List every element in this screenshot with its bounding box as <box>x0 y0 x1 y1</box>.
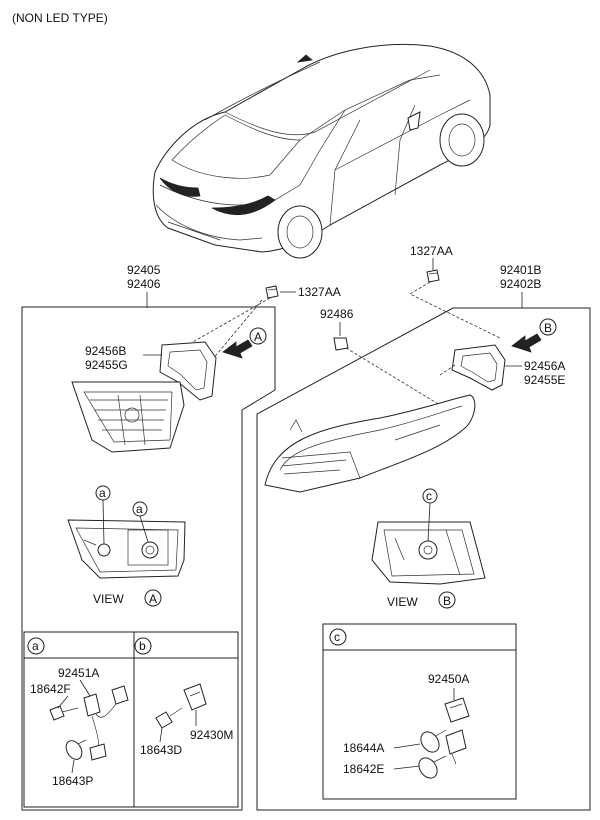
right-part-number-2: 92402B <box>500 277 541 291</box>
right-arrow-marker: B <box>544 321 552 335</box>
left-lamp-rear-view <box>67 519 186 579</box>
grommet-icon <box>333 337 349 351</box>
detail-box-c <box>322 623 517 800</box>
detail-c-bulb-label-2: 18642E <box>343 762 384 776</box>
left-gasket-label-1: 92456B <box>85 344 126 358</box>
socket-wiring-icon <box>83 685 129 761</box>
large-bulb-icon <box>418 729 447 779</box>
right-callout-c: c <box>426 489 432 503</box>
right-gasket-label-1: 92456A <box>524 359 565 373</box>
left-part-number-2: 92406 <box>127 277 161 291</box>
right-outer-tail-lamp <box>264 394 476 493</box>
detail-b-socket-label: 92430M <box>190 728 233 742</box>
view-arrow-a <box>222 339 253 359</box>
detail-c-marker: c <box>334 630 340 644</box>
socket-icon <box>444 697 470 765</box>
right-lamp-rear-view <box>371 521 486 585</box>
left-view-label: VIEW <box>93 592 124 606</box>
small-bulb-icon <box>49 705 79 721</box>
right-gasket <box>451 344 506 391</box>
clip-icon <box>426 269 440 283</box>
clip-icon <box>265 285 279 299</box>
left-clip-label: 1327AA <box>298 285 341 299</box>
detail-b-bulb-label: 18643D <box>140 743 182 757</box>
right-part-number-1: 92401B <box>500 263 541 277</box>
right-assembly-frame <box>256 307 591 811</box>
left-assembly-frame <box>21 306 276 811</box>
right-view-marker: B <box>443 594 451 608</box>
wedge-bulb-icon <box>155 707 183 729</box>
left-gasket <box>159 341 217 401</box>
detail-a-marker: a <box>32 639 39 653</box>
detail-box-b <box>133 631 239 808</box>
left-part-number-1: 92405 <box>127 263 161 277</box>
right-view-label: VIEW <box>387 595 418 609</box>
detail-b-marker: b <box>139 639 146 653</box>
large-bulb-icon <box>65 739 87 760</box>
view-arrow-b <box>511 333 542 353</box>
detail-a-bulb-label-1: 18642F <box>30 682 71 696</box>
lamp-type-note: (NON LED TYPE) <box>12 11 108 25</box>
detail-a-socket-label: 92451A <box>58 666 99 680</box>
detail-c-socket-label: 92450A <box>428 672 469 686</box>
right-clip-label-top: 1327AA <box>410 244 453 258</box>
socket-icon <box>183 683 207 711</box>
right-grommet-label: 92486 <box>320 307 354 321</box>
left-arrow-marker: A <box>254 330 262 344</box>
right-gasket-label-2: 92455E <box>524 373 565 387</box>
vehicle-illustration <box>152 43 491 259</box>
left-gasket-label-2: 92455G <box>85 358 128 372</box>
left-callout-a-1: a <box>99 486 106 500</box>
left-inner-tail-lamp <box>71 381 185 453</box>
detail-c-bulb-label-1: 18644A <box>343 741 384 755</box>
left-view-marker: A <box>149 592 157 606</box>
detail-a-bulb-label-2: 18643P <box>52 774 93 788</box>
left-callout-a-2: a <box>136 502 143 516</box>
